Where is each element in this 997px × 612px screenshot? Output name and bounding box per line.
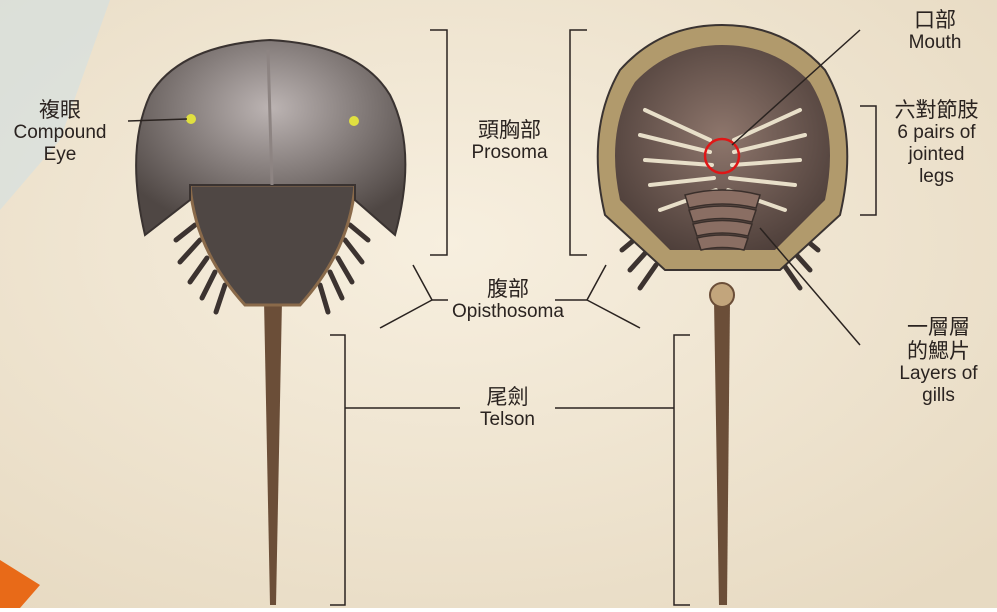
label-legs: 六對節肢 6 pairs of jointed legs [876, 98, 997, 188]
opisthosoma-zh: 腹部 [438, 277, 578, 301]
compound-eye-zh: 複眼 [0, 98, 120, 122]
label-prosoma: 頭胸部 Prosoma [452, 118, 567, 164]
right-compound-eye [349, 116, 359, 126]
prosoma-zh: 頭胸部 [452, 118, 567, 142]
legs-en-line-3: legs [876, 166, 997, 188]
label-gills: 一層層 的鰓片 Layers of gills [880, 315, 997, 407]
label-opisthosoma: 腹部 Opisthosoma [438, 277, 578, 323]
prosoma-en: Prosoma [452, 142, 567, 164]
label-mouth: 口部 Mouth [880, 8, 990, 54]
legs-en-line-1: 6 pairs of [876, 122, 997, 144]
left-compound-eye [186, 114, 196, 124]
label-telson: 尾劍 Telson [460, 385, 555, 431]
legs-en-line-2: jointed [876, 144, 997, 166]
mouth-en: Mouth [880, 32, 990, 54]
opisthosoma-en: Opisthosoma [438, 301, 578, 323]
gills-zh-line-2: 的鰓片 [880, 339, 997, 363]
gills-en-line-2: gills [880, 385, 997, 407]
gills-zh-line-1: 一層層 [880, 315, 997, 339]
gills-en-line-1: Layers of [880, 363, 997, 385]
legs-zh: 六對節肢 [876, 98, 997, 122]
telson-en: Telson [460, 409, 555, 431]
ventral-telson-joint [710, 283, 734, 307]
telson-zh: 尾劍 [460, 385, 555, 409]
mouth-zh: 口部 [880, 8, 990, 32]
label-compound-eye: 複眼 Compound Eye [0, 98, 120, 166]
compound-eye-en: Compound Eye [0, 122, 120, 166]
